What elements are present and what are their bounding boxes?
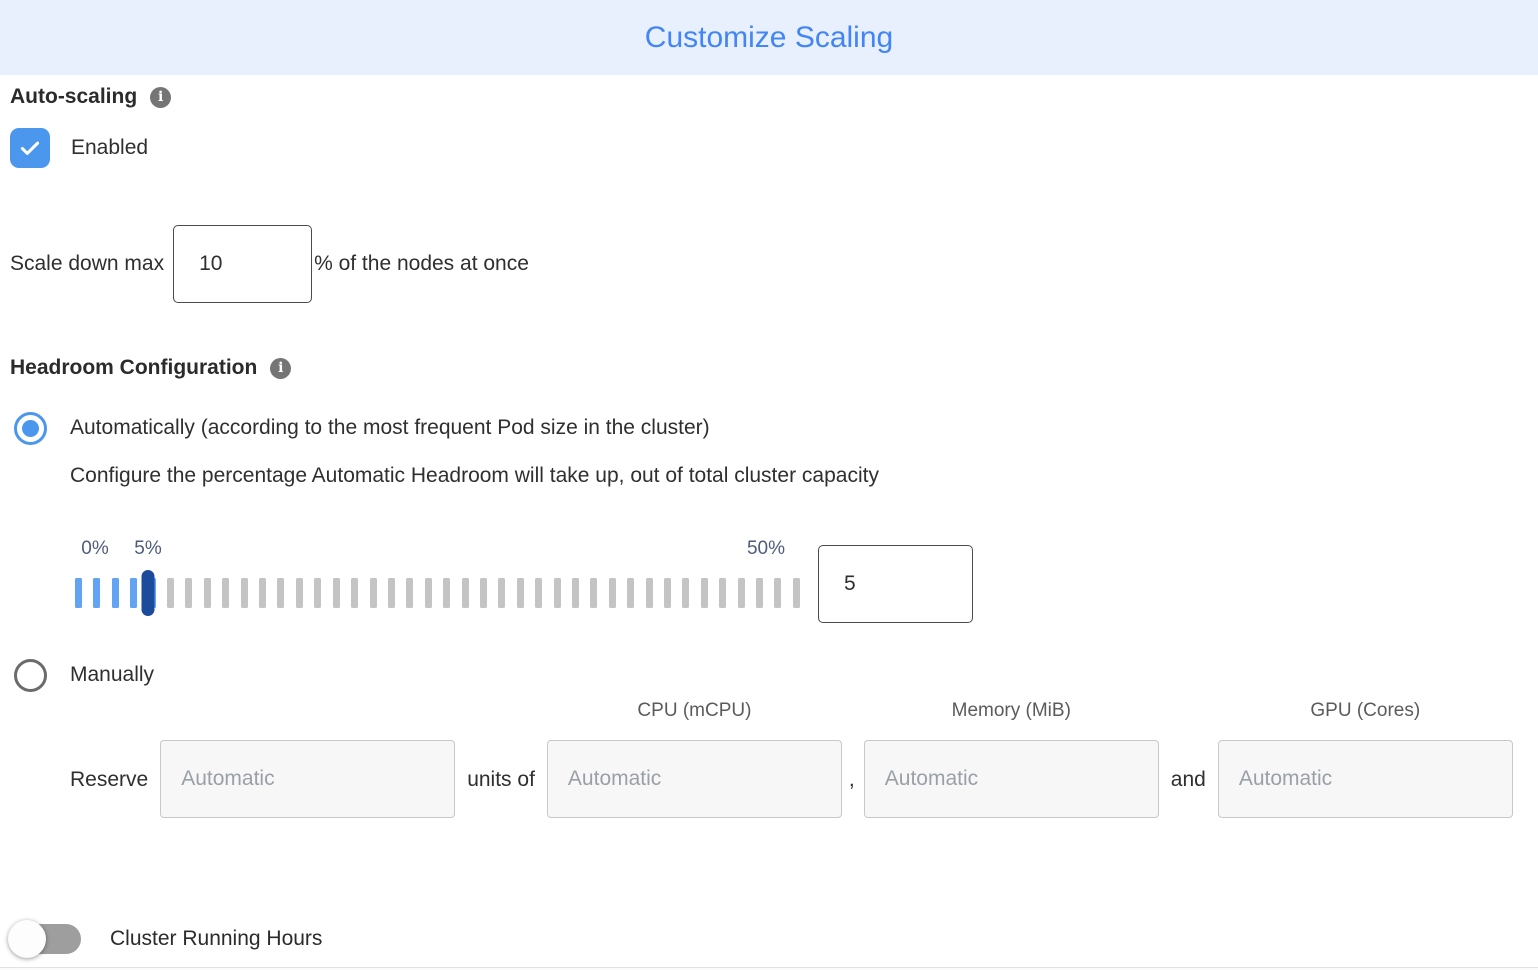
cluster-running-hours-row: Cluster Running Hours [8, 918, 1528, 960]
comma-separator: , [848, 768, 855, 791]
slider-tick [608, 578, 616, 608]
headroom-percentage-input[interactable] [818, 545, 973, 623]
checkmark-icon [20, 141, 40, 155]
slider-tick [792, 578, 800, 608]
slider-tick [351, 578, 359, 608]
slider-tick [571, 578, 579, 608]
slider-tick [93, 578, 101, 608]
slider-tick [535, 578, 543, 608]
reserve-gpu-group: GPU (Cores) [1217, 700, 1513, 818]
toggle-knob[interactable] [8, 920, 46, 958]
headroom-automatic-option[interactable]: Automatically (according to the most fre… [10, 411, 1528, 445]
slider-tick [682, 578, 690, 608]
enabled-checkbox[interactable] [10, 128, 50, 168]
headroom-slider[interactable]: 0% 5% 50% [75, 538, 800, 616]
slider-min-label: 0% [81, 538, 109, 559]
slider-tick [479, 578, 487, 608]
manually-radio[interactable] [14, 658, 47, 692]
scale-down-suffix: % of the nodes at once [314, 252, 529, 275]
cpu-column-header: CPU (mCPU) [637, 700, 752, 721]
dialog-header: Customize Scaling [0, 0, 1538, 75]
slider-tick [516, 578, 524, 608]
reserve-gpu-input[interactable] [1217, 740, 1513, 818]
bottom-divider [0, 967, 1538, 970]
scale-down-row: Scale down max % of the nodes at once [10, 225, 1528, 303]
slider-tick [369, 578, 377, 608]
slider-tick [203, 578, 211, 608]
slider-tick [240, 578, 248, 608]
gpu-column-header: GPU (Cores) [1310, 700, 1421, 721]
slider-tick [167, 578, 175, 608]
slider-handle[interactable] [141, 570, 154, 616]
slider-tick [332, 578, 340, 608]
reserve-memory-input[interactable] [863, 740, 1159, 818]
slider-tick [498, 578, 506, 608]
slider-tick [627, 578, 635, 608]
slider-tick [387, 578, 395, 608]
slider-tick [664, 578, 671, 608]
scale-down-prefix: Scale down max [10, 252, 165, 275]
slider-tick [700, 578, 708, 608]
headroom-slider-block: 0% 5% 50% [75, 538, 1528, 623]
reserve-units-input[interactable] [160, 740, 456, 818]
enabled-checkbox-label: Enabled [71, 136, 149, 159]
reserve-cpu-input[interactable] [546, 740, 842, 818]
slider-tick [222, 578, 230, 608]
slider-tick [737, 578, 745, 608]
units-of-label: units of [467, 768, 535, 791]
auto-scaling-enabled-row: Enabled [10, 128, 1528, 168]
units-column-header [160, 700, 455, 722]
reserve-row: Reserve units of CPU (mCPU) , Memory (Mi… [10, 700, 1528, 818]
auto-scaling-section-header: Auto-scaling i [10, 84, 1528, 110]
slider-tick [553, 578, 561, 608]
info-icon[interactable]: i [150, 86, 172, 108]
slider-tick [406, 578, 414, 608]
slider-tick [645, 578, 653, 608]
dialog-title: Customize Scaling [644, 20, 894, 54]
slider-tick [277, 578, 285, 608]
cluster-running-hours-label: Cluster Running Hours [110, 927, 323, 950]
headroom-manual-option[interactable]: Manually [10, 658, 1528, 692]
slider-track[interactable] [75, 570, 800, 616]
slider-max-label: 50% [746, 538, 786, 559]
automatic-radio[interactable] [14, 411, 47, 445]
slider-labels: 0% 5% 50% [75, 538, 800, 564]
slider-tick [443, 578, 451, 608]
slider-current-label: 5% [134, 538, 162, 559]
auto-scaling-label: Auto-scaling [10, 85, 138, 108]
slider-tick [774, 578, 782, 608]
slider-tick [259, 578, 267, 608]
slider-tick [461, 578, 469, 608]
slider-tick [111, 578, 119, 608]
headroom-section-header: Headroom Configuration i [10, 355, 1528, 381]
customize-scaling-panel: Auto-scaling i Enabled Scale down max % … [0, 75, 1538, 960]
slider-tick [424, 578, 432, 608]
slider-tick [295, 578, 303, 608]
slider-tick [590, 578, 598, 608]
reserve-cpu-group: CPU (mCPU) [546, 700, 842, 818]
scale-down-max-input[interactable] [173, 225, 313, 303]
slider-tick [185, 578, 193, 608]
cluster-running-hours-toggle[interactable] [8, 920, 81, 958]
headroom-description: Configure the percentage Automatic Headr… [70, 464, 879, 487]
slider-tick [756, 578, 764, 608]
slider-tick [75, 578, 82, 608]
and-label: and [1170, 768, 1206, 791]
radio-dot [22, 419, 39, 437]
reserve-units-group [160, 700, 456, 818]
memory-column-header: Memory (MiB) [951, 700, 1071, 721]
reserve-label: Reserve [70, 768, 149, 791]
manually-radio-label: Manually [70, 663, 155, 686]
info-icon[interactable]: i [270, 357, 292, 379]
headroom-configuration-label: Headroom Configuration [10, 356, 258, 379]
slider-tick [719, 578, 727, 608]
slider-tick [130, 578, 138, 608]
automatic-radio-label: Automatically (according to the most fre… [70, 416, 710, 439]
slider-tick [314, 578, 322, 608]
reserve-memory-group: Memory (MiB) [863, 700, 1159, 818]
